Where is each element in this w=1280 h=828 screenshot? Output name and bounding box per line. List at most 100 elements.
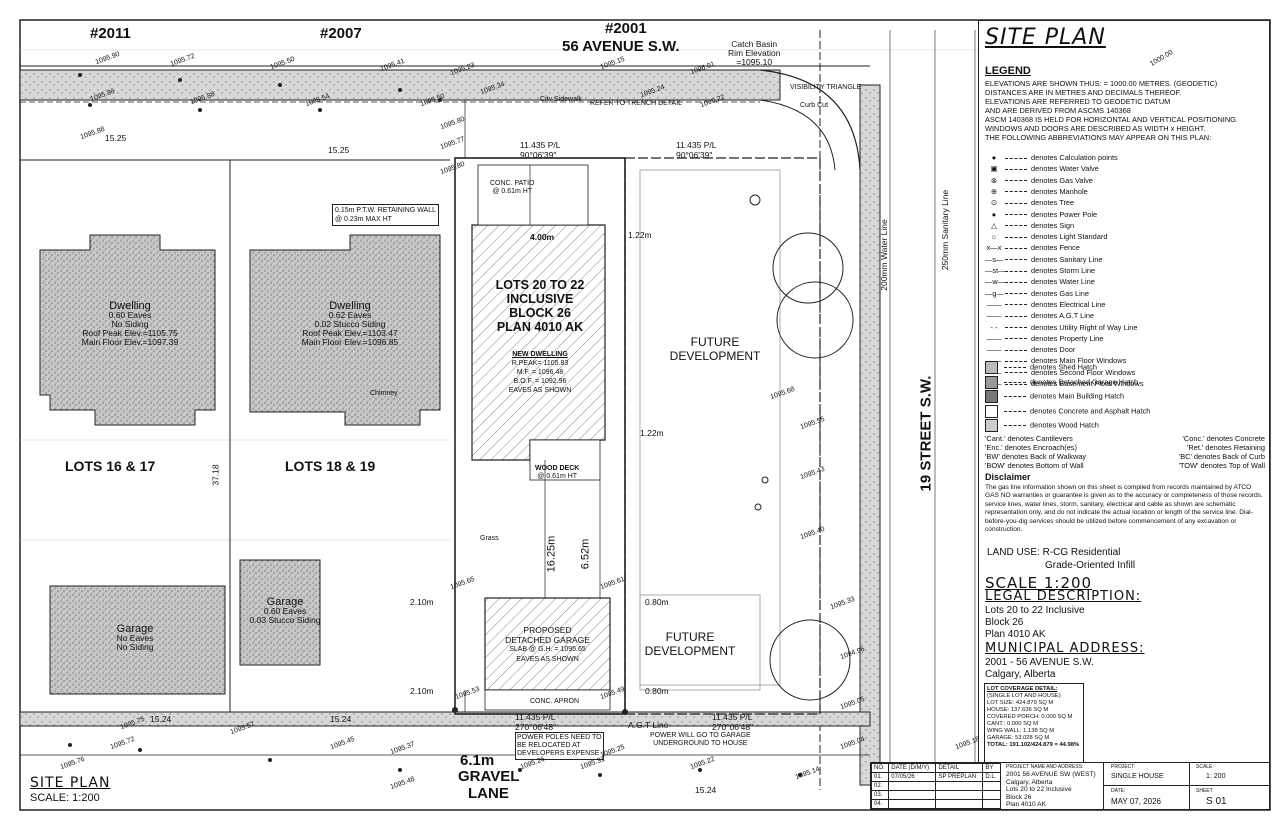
- lot-width-bot-2: 15.24: [330, 714, 352, 724]
- project-label: PROJECT NAME AND ADDRESS:: [1006, 764, 1084, 770]
- hatch-swatch-icon: [985, 361, 998, 374]
- legend-hatch-label: denotes Concrete and Asphalt Hatch: [1030, 405, 1151, 415]
- top-pl-label: 11.435 P/L: [520, 140, 561, 150]
- municipal-address: 2001 - 56 AVENUE S.W.Calgary, Alberta: [985, 657, 1094, 680]
- municipal-title: MUNICIPAL ADDRESS:: [985, 641, 1145, 656]
- legend-item: —s— denotes Sanitary Line: [985, 255, 1103, 265]
- bottom-pl-label-2: 11.435 P/L: [712, 712, 753, 722]
- legend-hatch: denotes Main Building Hatch: [985, 390, 1125, 403]
- legend-item-label: denotes Gas Line: [1031, 288, 1089, 298]
- future-lot-boundary: [624, 157, 821, 715]
- legend-symbol-icon: △: [991, 220, 997, 230]
- chimney-label: Chimney: [370, 390, 398, 397]
- bottom-title: SITE PLAN: [30, 775, 111, 791]
- top-bearing-label-2: 90°06'39": [676, 150, 713, 160]
- legend-hatch-label: denotes Detached Garage Hatch: [1030, 376, 1139, 386]
- legend-item: ☼denotes Light Standard: [985, 232, 1108, 242]
- hatch-swatch-icon: [985, 390, 998, 403]
- abbreviations: 'Cant.' denotes Cantilevers'Conc.' denot…: [985, 434, 1265, 470]
- scale-label: SCALE 1:200: [985, 574, 1093, 592]
- legend-item-label: denotes Main Floor Windows: [1031, 356, 1127, 366]
- top-pl-label-2: 11.435 P/L: [676, 140, 717, 150]
- tree-t9-icon: [776, 281, 854, 359]
- legend-item-label: denotes Water Valve: [1031, 164, 1099, 174]
- legend-symbol-icon: ▣: [990, 164, 998, 174]
- wood-deck-callout: WOOD DECK@ 0.61m HT: [535, 465, 580, 480]
- legend-item-label: denotes Basement Floor Windows: [1031, 379, 1144, 388]
- legend-hatch-label: denotes Main Building Hatch: [1030, 391, 1125, 401]
- legend-item-label: denotes Fence: [1031, 243, 1080, 253]
- project-type-label: PROJECT:: [1111, 764, 1136, 770]
- address-2011: #2011: [90, 25, 131, 42]
- dwelling-left-footprint: [39, 234, 216, 426]
- lane-offset-1: 2.10m: [410, 597, 434, 607]
- legend-symbol-icon: - -: [990, 322, 998, 332]
- garage-left-footprint: [49, 585, 226, 695]
- legend-symbol-icon: —s—: [985, 254, 1004, 264]
- bottom-bearing-label: 270°06'48": [515, 722, 557, 732]
- tb-scale-label: SCALE:: [1196, 764, 1214, 770]
- legend-hatch-label: denotes Shed Hatch: [1030, 362, 1097, 372]
- tb-scale: 1: 200: [1206, 773, 1226, 780]
- disclaimer-title: Disclaimer: [985, 472, 1031, 482]
- legend-symbol-icon: —st—: [985, 266, 1006, 275]
- legend-item-label: denotes Property Line: [1031, 333, 1104, 343]
- legend-symbol-icon: x—x: [986, 243, 1002, 253]
- legend-symbol-icon: ——: [986, 299, 1002, 309]
- retaining-wall-callout: 0.15m P.T.W. RETAINING WALL@ 0.23m MAX H…: [332, 204, 440, 226]
- legend-item-label: denotes Electrical Line: [1031, 299, 1106, 309]
- tb-date: MAY 07, 2026: [1111, 797, 1161, 806]
- tree-t12-icon: [749, 194, 761, 206]
- legend-item-label: denotes Calculation points: [1031, 153, 1118, 162]
- hatch-swatch-icon: [985, 419, 998, 432]
- hatch-swatch-icon: [985, 404, 998, 418]
- setback-front: 4.00m: [530, 232, 555, 242]
- lot-coverage-box: LOT COVERAGE DETAIL: (SINGLE LOT AND HOU…: [984, 683, 1084, 763]
- garage-side-1: 0.80m: [645, 597, 669, 607]
- legend-symbol-icon: ⊕: [990, 186, 998, 196]
- legend-item: —w—denotes Water Line: [985, 277, 1095, 287]
- wood-deck-area: [529, 439, 601, 481]
- legend-hatch-label: denotes Wood Hatch: [1030, 420, 1099, 430]
- future-building-outline: [639, 169, 781, 686]
- legend-symbol-icon: ——: [986, 311, 1002, 321]
- legend-panel: SITE PLAN LEGEND 1000.00 ELEVATIONS ARE …: [978, 20, 1270, 810]
- legend-symbol-icon: ——: [985, 356, 1003, 366]
- lane-width-label: 6.1m: [460, 752, 495, 769]
- dwelling-mid-footprint: [249, 234, 441, 426]
- legend-hatch: denotes Wood Hatch: [985, 419, 1099, 432]
- tree-t10-icon: [772, 232, 844, 304]
- legend-symbol-icon: ☼: [990, 232, 998, 242]
- legend-item-label: denotes Water Line: [1031, 277, 1095, 287]
- sample-elevation: 1000.00: [1148, 49, 1175, 68]
- lot-width-left-2: 15.25: [328, 145, 350, 155]
- legend-symbol-icon: ——: [986, 345, 1002, 355]
- lots-16-17-label: LOTS 16 & 17: [65, 458, 156, 474]
- legend-hatch: denotes Concrete and Asphalt Hatch: [985, 404, 1151, 418]
- tree-t6-icon: [769, 619, 851, 701]
- tb-date-label: DATE:: [1111, 788, 1126, 794]
- legend-item: △ denotes Sign: [985, 221, 1074, 231]
- garage-side-2: 0.80m: [645, 686, 669, 696]
- legend-symbol-icon: ●: [991, 209, 997, 219]
- legend-item-label: denotes Second Floor Windows: [1031, 367, 1136, 377]
- city-sidewalk-band: [19, 69, 781, 101]
- legend-item-label: denotes Door: [1031, 345, 1076, 355]
- side-dim-1: 1.22m: [628, 230, 652, 240]
- garage-mid-footprint: [239, 559, 321, 666]
- legend-item: —— denotes Main Floor Windows: [985, 356, 1127, 366]
- garage-separation: 6.52m: [579, 538, 592, 570]
- legend-item-label: denotes Sign: [1031, 220, 1075, 230]
- legend-item-label: denotes Sanitary Line: [1031, 254, 1103, 264]
